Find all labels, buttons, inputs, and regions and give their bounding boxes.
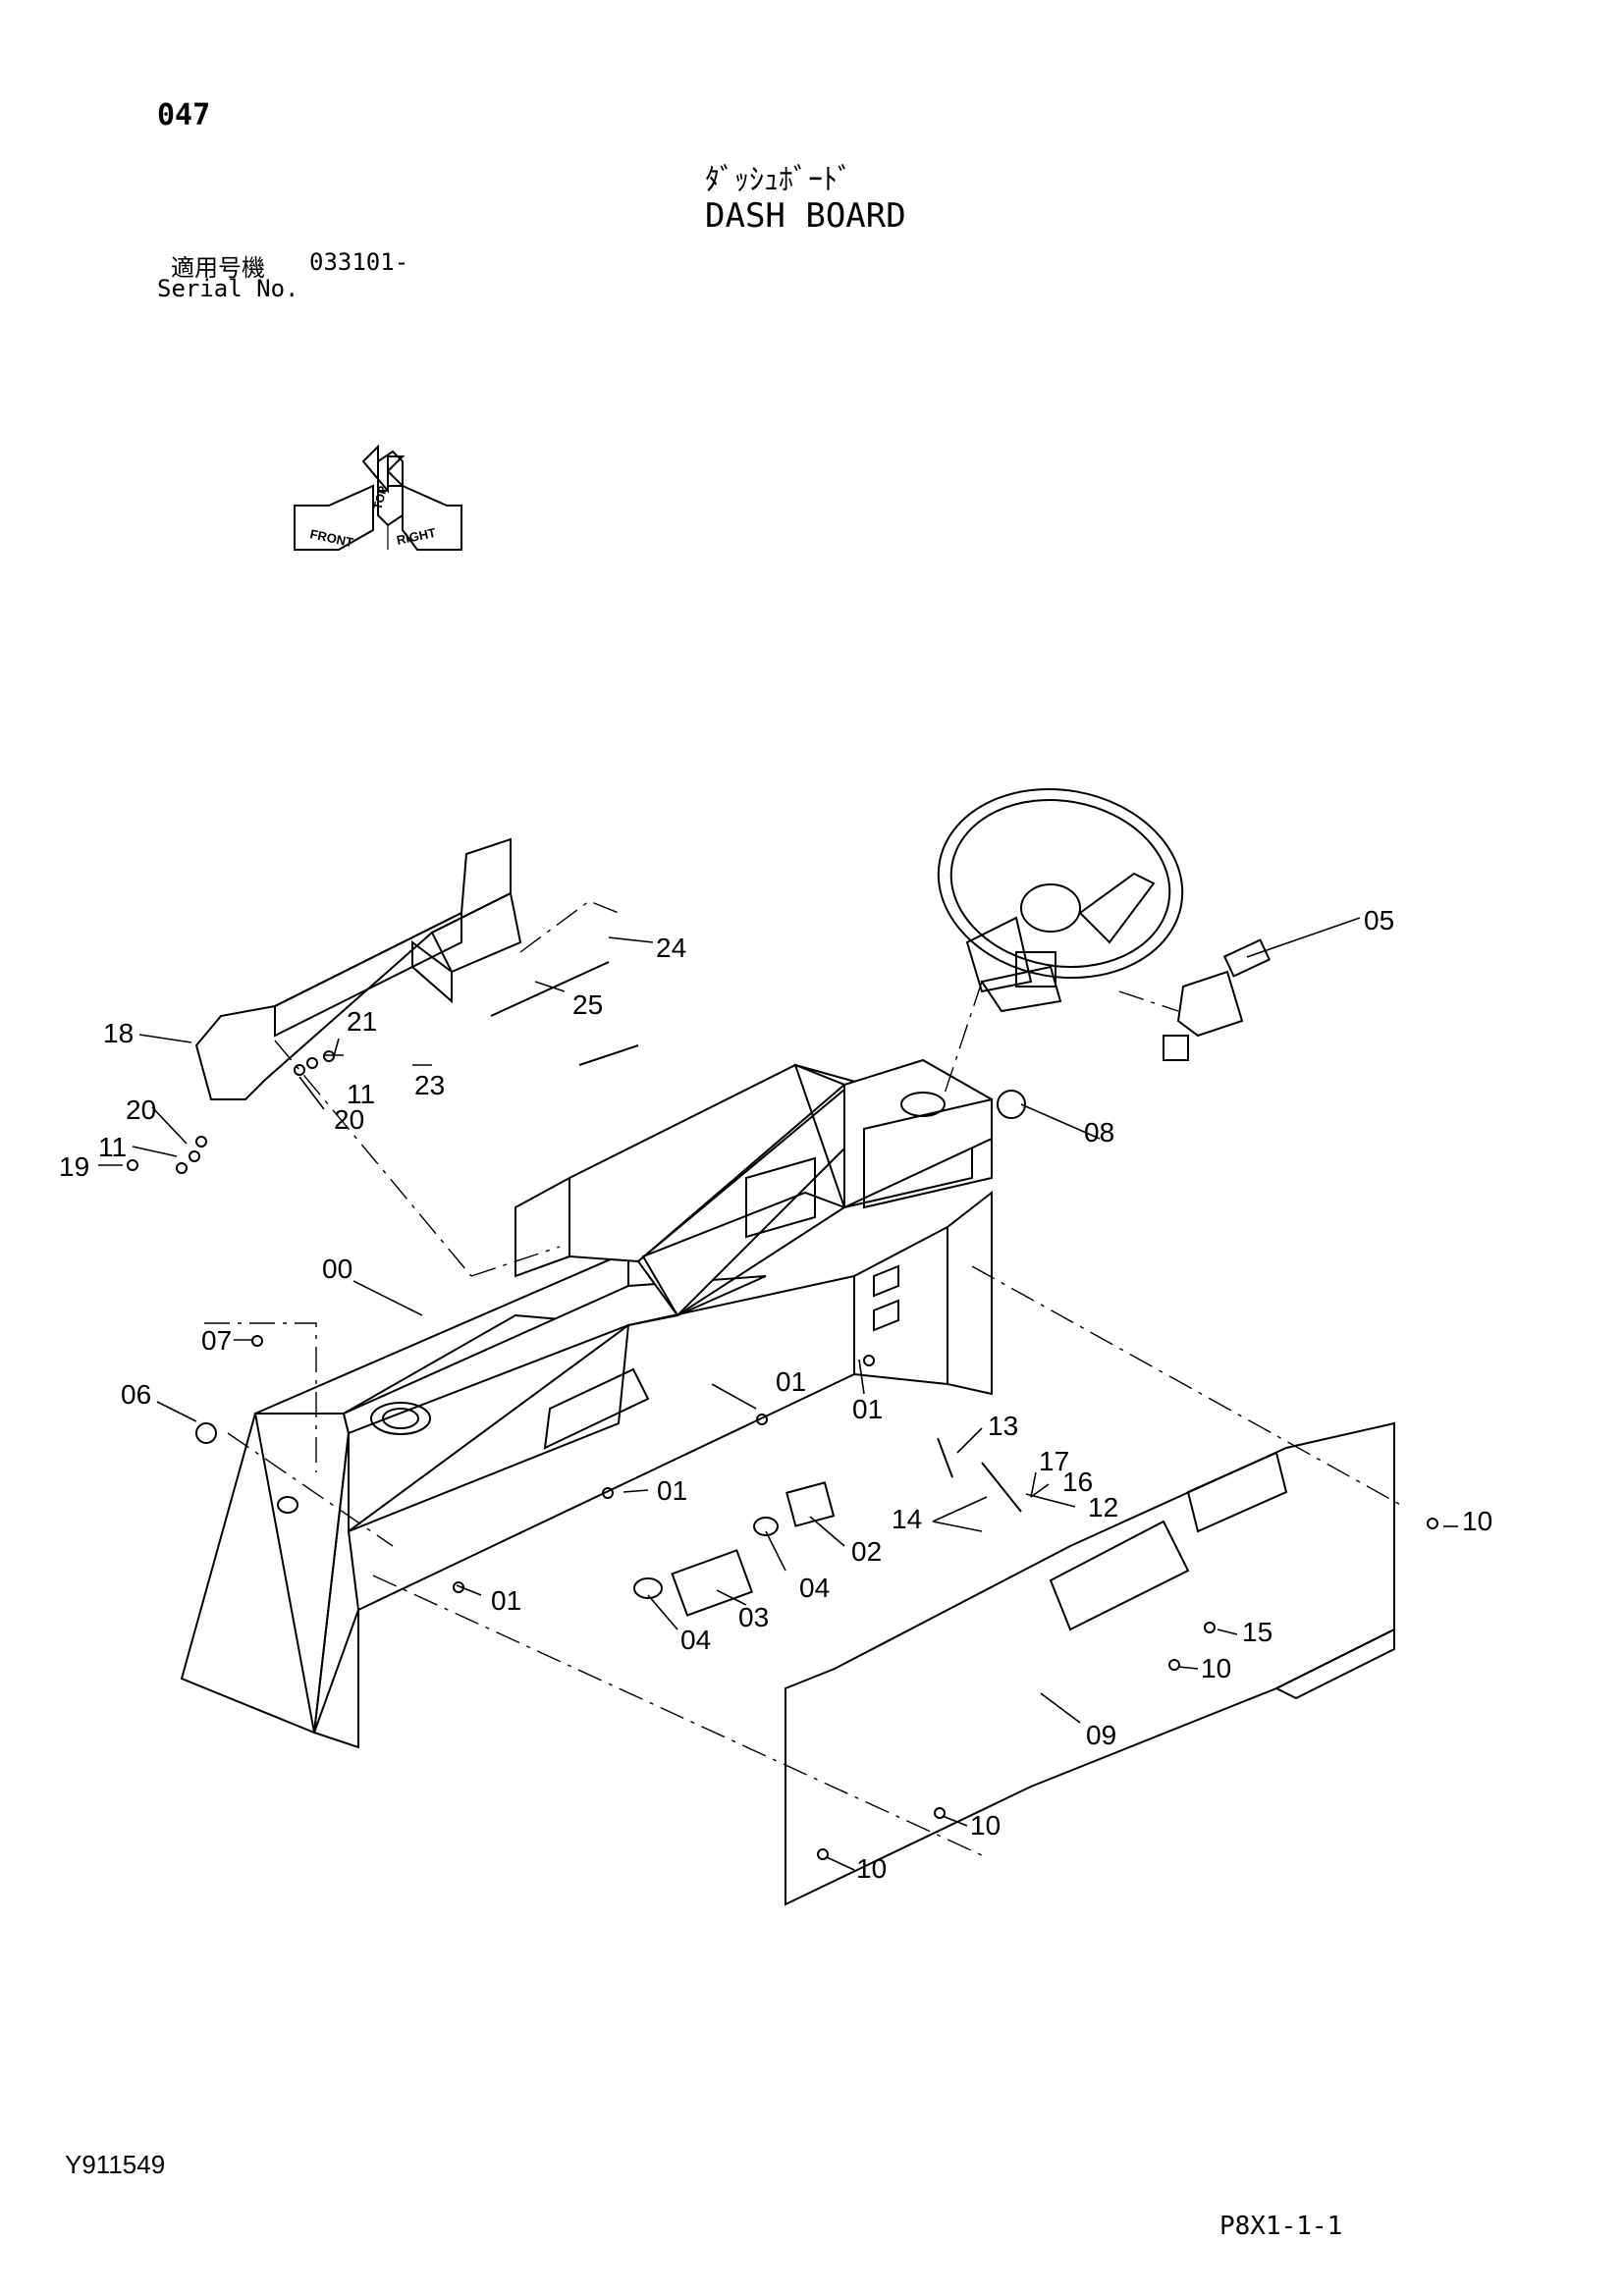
callout-12: 12 bbox=[1088, 1492, 1118, 1522]
callout-07: 07 bbox=[201, 1325, 232, 1356]
callout-16: 16 bbox=[1062, 1467, 1093, 1497]
callout-19: 19 bbox=[59, 1151, 89, 1182]
callout-04: 04 bbox=[680, 1625, 711, 1655]
callout-20: 20 bbox=[334, 1104, 364, 1135]
orientation-front-label: FRONT bbox=[308, 526, 354, 550]
callout-09: 09 bbox=[1086, 1720, 1116, 1750]
callout-15: 15 bbox=[1242, 1617, 1272, 1647]
page-title-japanese: ﾀﾞｯｼｭﾎﾞｰﾄﾞ bbox=[705, 163, 852, 197]
callout-04: 04 bbox=[799, 1573, 830, 1603]
dash-board-body bbox=[180, 1058, 993, 1749]
page-number: 047 bbox=[157, 98, 211, 133]
callout-21: 21 bbox=[347, 1006, 377, 1037]
callout-17: 17 bbox=[1039, 1446, 1069, 1476]
page-title: DASH BOARD bbox=[705, 196, 906, 236]
callout-23: 23 bbox=[414, 1070, 445, 1100]
serial-label: Serial No. bbox=[157, 275, 299, 302]
callout-11: 11 bbox=[98, 1132, 127, 1162]
page-code: P8X1-1-1 bbox=[1219, 2212, 1343, 2241]
callout-02: 02 bbox=[851, 1536, 882, 1567]
callout-03: 03 bbox=[738, 1602, 769, 1632]
steering-wheel bbox=[937, 787, 1184, 1013]
callout-14: 14 bbox=[892, 1504, 922, 1534]
callout-10: 10 bbox=[1462, 1506, 1492, 1536]
callout-10: 10 bbox=[1201, 1653, 1231, 1683]
assembly-lines bbox=[204, 900, 1405, 1856]
callout-labels: 00 01 01 01 01 02 03 04 04 05 06 07 08 0… bbox=[59, 905, 1492, 1884]
callout-18: 18 bbox=[103, 1018, 134, 1048]
callout-05: 05 bbox=[1364, 905, 1394, 935]
lower-panel bbox=[785, 1421, 1395, 1906]
orientation-right-label: RIGHT bbox=[396, 525, 438, 548]
callout-08: 08 bbox=[1084, 1117, 1114, 1148]
callout-01: 01 bbox=[776, 1366, 806, 1397]
callout-13: 13 bbox=[988, 1411, 1018, 1441]
callout-10: 10 bbox=[856, 1853, 887, 1884]
callout-20: 20 bbox=[126, 1095, 156, 1125]
callout-11: 11 bbox=[347, 1079, 375, 1109]
callout-24: 24 bbox=[656, 933, 686, 963]
callout-10: 10 bbox=[970, 1810, 1001, 1841]
upper-cover bbox=[194, 837, 522, 1100]
orientation-icon: FRONT RIGHT TOP bbox=[294, 444, 462, 551]
serial-label-japanese: 適用号機 bbox=[171, 254, 265, 282]
callout-01: 01 bbox=[657, 1475, 687, 1506]
combination-switch bbox=[1163, 938, 1272, 1061]
callout-01: 01 bbox=[491, 1585, 521, 1616]
orientation-top-label: TOP bbox=[370, 485, 390, 511]
callout-01: 01 bbox=[852, 1394, 883, 1424]
leader-lines bbox=[98, 917, 1458, 1871]
drawing-code: Y911549 bbox=[65, 2150, 166, 2179]
callout-25: 25 bbox=[572, 989, 603, 1020]
small-parts bbox=[127, 961, 1438, 1860]
callout-06: 06 bbox=[121, 1379, 151, 1410]
callout-00: 00 bbox=[322, 1254, 352, 1284]
serial-number-value: 033101- bbox=[309, 248, 409, 276]
